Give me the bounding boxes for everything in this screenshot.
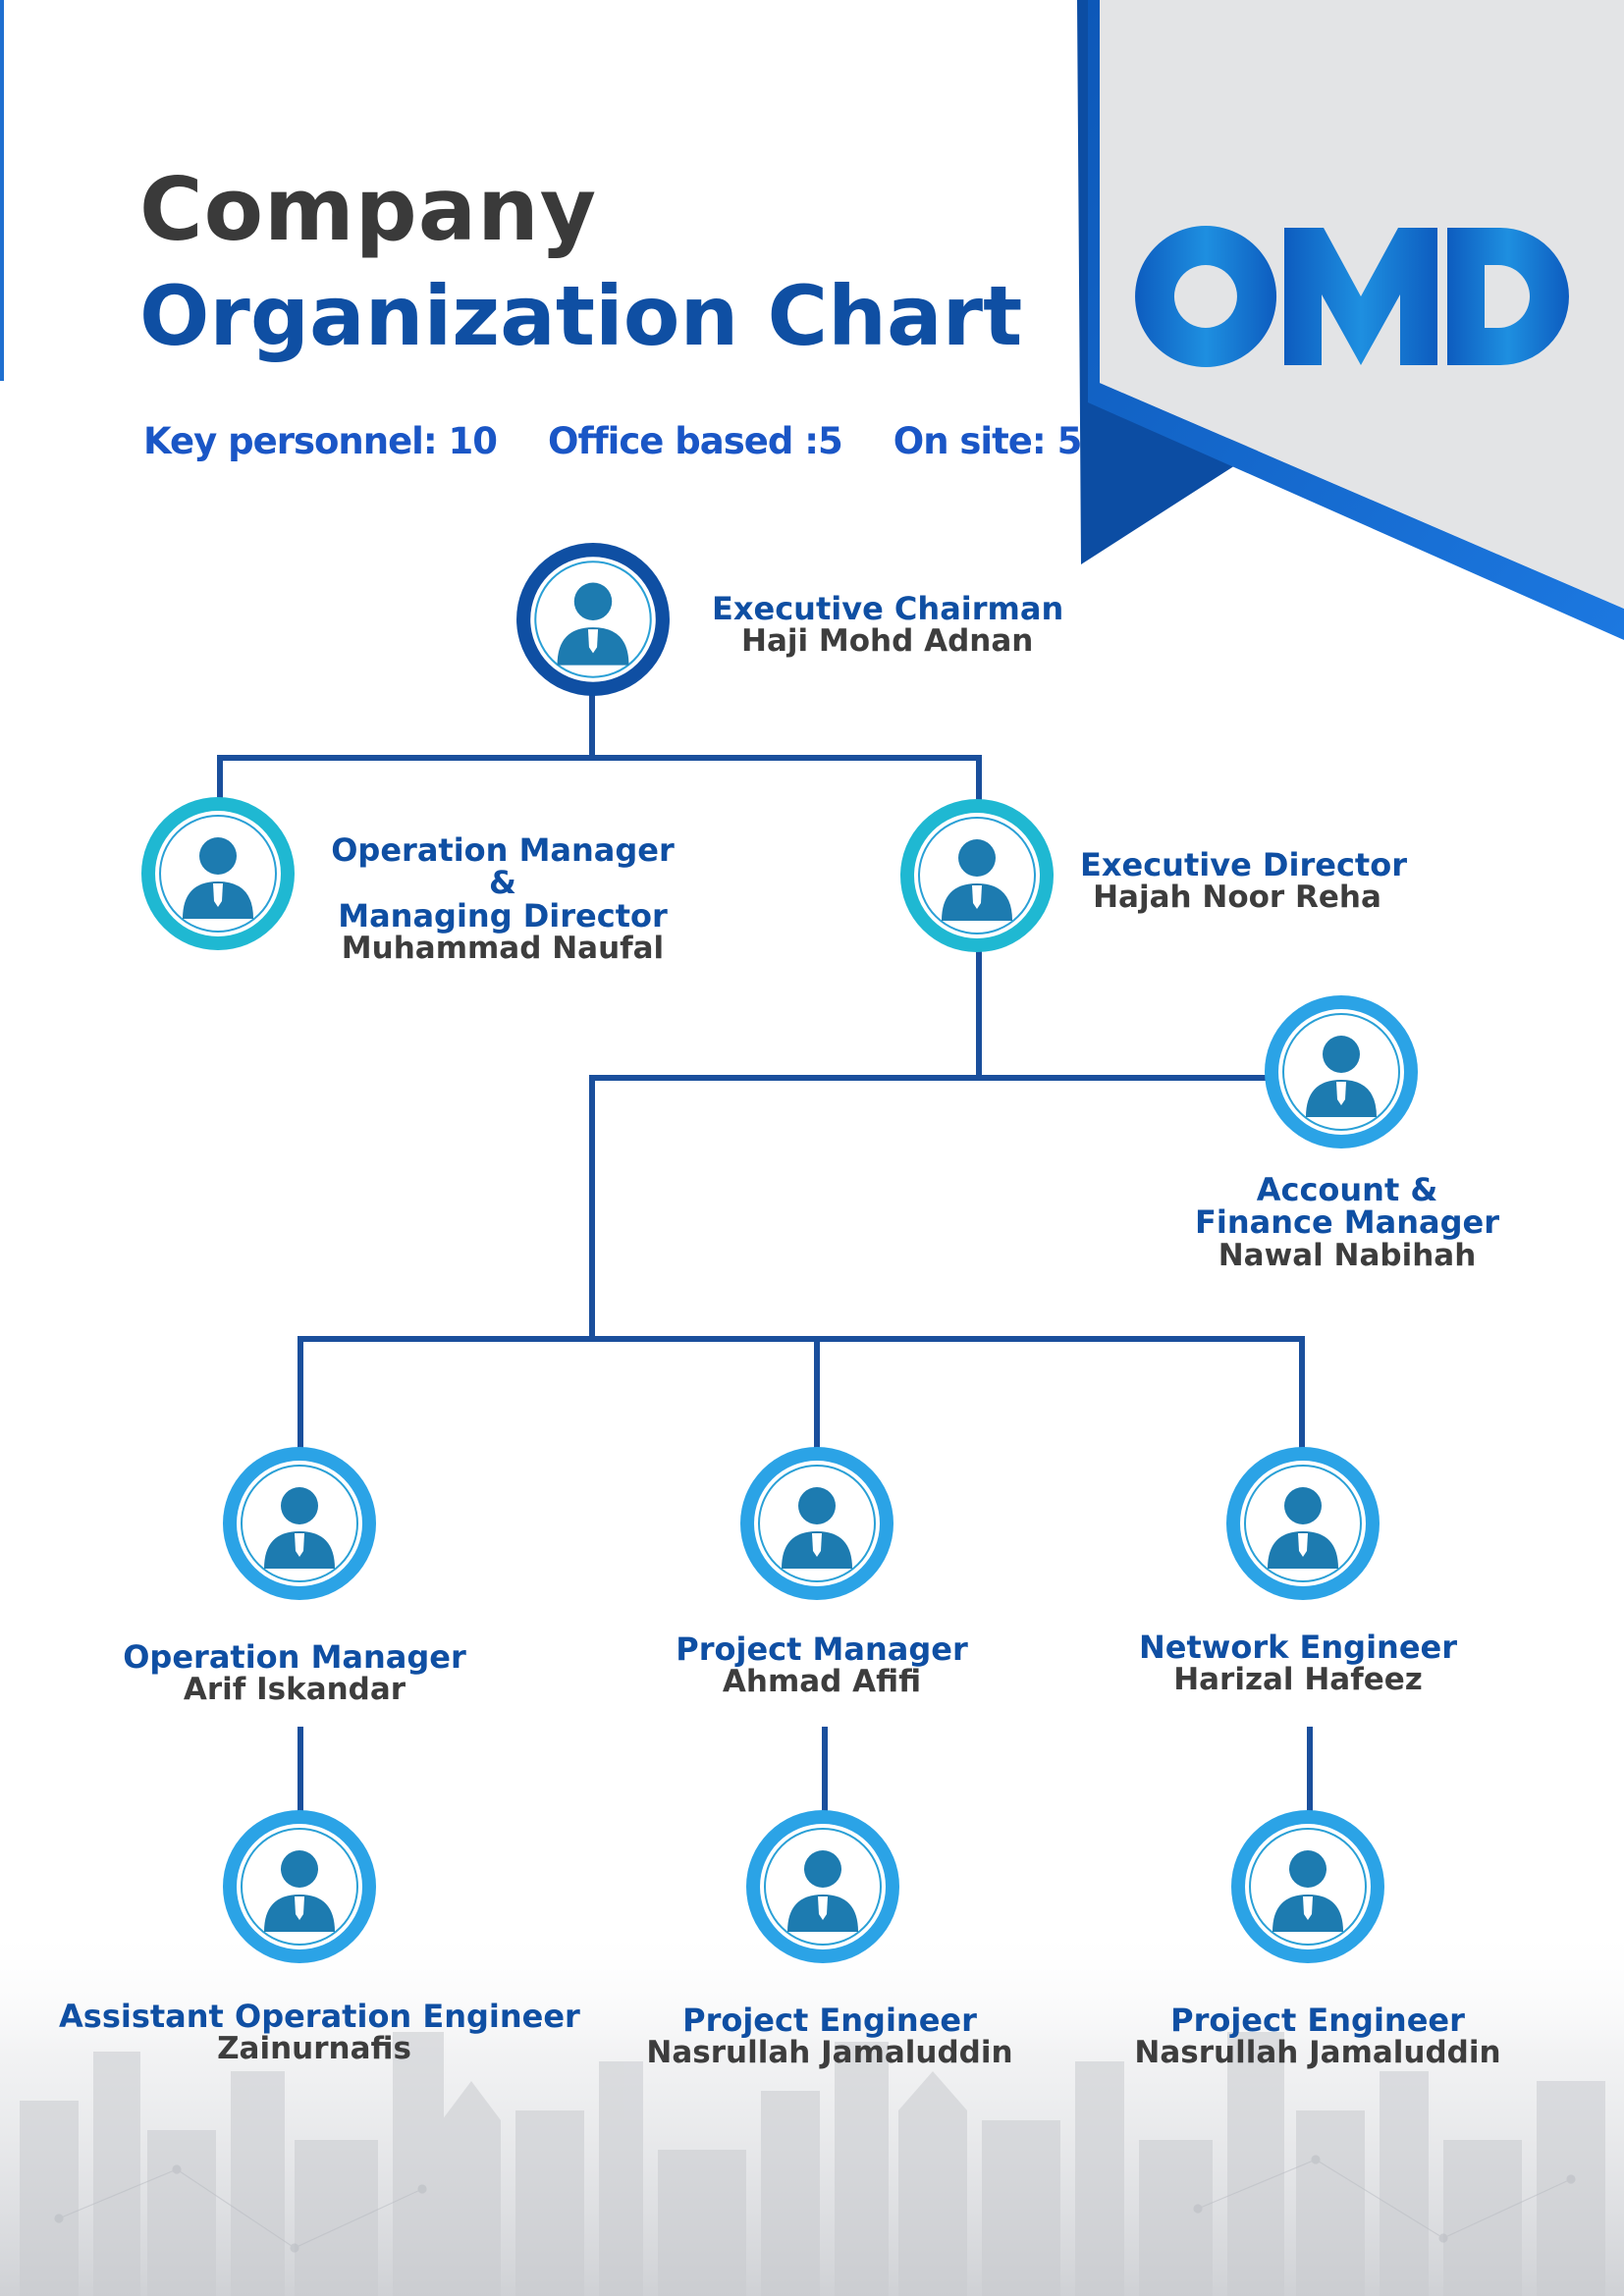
person-name: Harizal Hafeez [1173,1662,1423,1698]
person-icon [1231,1810,1384,1963]
corner-ribbon-stripe [1088,0,1624,640]
avatar [221,1445,378,1602]
avatar [139,795,297,952]
page-title-line1: Company [139,159,598,260]
role-title: Operation Manager [123,1638,466,1676]
person-icon [223,1447,376,1600]
role-title: Project Manager [676,1630,968,1668]
avatar [1229,1808,1386,1965]
person-icon [1226,1447,1380,1600]
person-name: Haji Mohd Adnan [741,623,1034,660]
label-exec-dir: Executive Director Hajah Noor Reha [1080,846,1407,916]
role-title: Executive Chairman [712,590,1064,627]
role-title: Project Engineer [1170,2002,1465,2039]
stat-on-site: On site: 5 [893,420,1083,462]
role-title: Project Engineer [682,2002,977,2039]
person-icon [740,1447,893,1600]
corner-ribbon-shadow [1077,0,1260,564]
person-name: Muhammad Naufal [341,930,665,966]
avatar [1224,1445,1381,1602]
role-title: Operation Manager & Managing Director [331,831,675,934]
label-proj-mgr: Project Manager Ahmad Afifi [650,1630,994,1700]
label-op-mgr: Operation Manager Arif Iskandar [118,1638,471,1708]
person-name: Nasrullah Jamaluddin [646,2035,1013,2071]
avatar [898,797,1056,954]
role-title: Assistant Operation Engineer [59,1998,580,2035]
label-chairman: Executive Chairman Haji Mohd Adnan [712,590,1064,660]
person-name: Hajah Noor Reha [1093,880,1381,916]
role-title: Executive Director [1080,846,1407,883]
label-proj-eng-2: Project Engineer Nasrullah Jamaluddin [1111,2002,1524,2071]
label-proj-eng-1: Project Engineer Nasrullah Jamaluddin [628,2002,1031,2071]
stat-key-personnel: Key personnel: 10 [143,420,498,462]
avatar [1263,993,1420,1150]
omd-logo [1135,226,1569,367]
person-icon [746,1810,899,1963]
role-title: Network Engineer [1138,1629,1457,1666]
person-icon [141,797,295,950]
person-icon [516,543,670,696]
person-icon [900,799,1054,952]
person-icon [1265,995,1418,1148]
person-name: Nawal Nabihah [1218,1237,1477,1273]
label-finance: Account & Finance Manager Nawal Nabihah [1180,1171,1514,1273]
page-title-line2: Organization Chart [139,268,1023,364]
label-net-eng: Network Engineer Harizal Hafeez [1131,1629,1465,1698]
person-name: Nasrullah Jamaluddin [1134,2035,1501,2071]
label-asst-op: Assistant Operation Engineer Zainurnafis [59,1998,580,2067]
person-icon [223,1810,376,1963]
network-dots [54,2155,1576,2253]
role-title: Account & Finance Manager [1195,1171,1499,1242]
person-name: Zainurnafis [217,2031,411,2067]
person-name: Arif Iskandar [183,1672,406,1708]
label-op-md: Operation Manager & Managing Director Mu… [316,831,689,966]
avatar [744,1808,901,1965]
avatar [221,1808,378,1965]
stats-row: Key personnel: 10 Office based :5 On sit… [143,420,1083,462]
person-name: Ahmad Afifi [722,1664,922,1700]
avatar [738,1445,895,1602]
avatar [514,540,673,699]
city-skyline [20,2032,1605,2296]
left-accent-bar [0,0,4,381]
stat-office-based: Office based :5 [548,420,843,462]
